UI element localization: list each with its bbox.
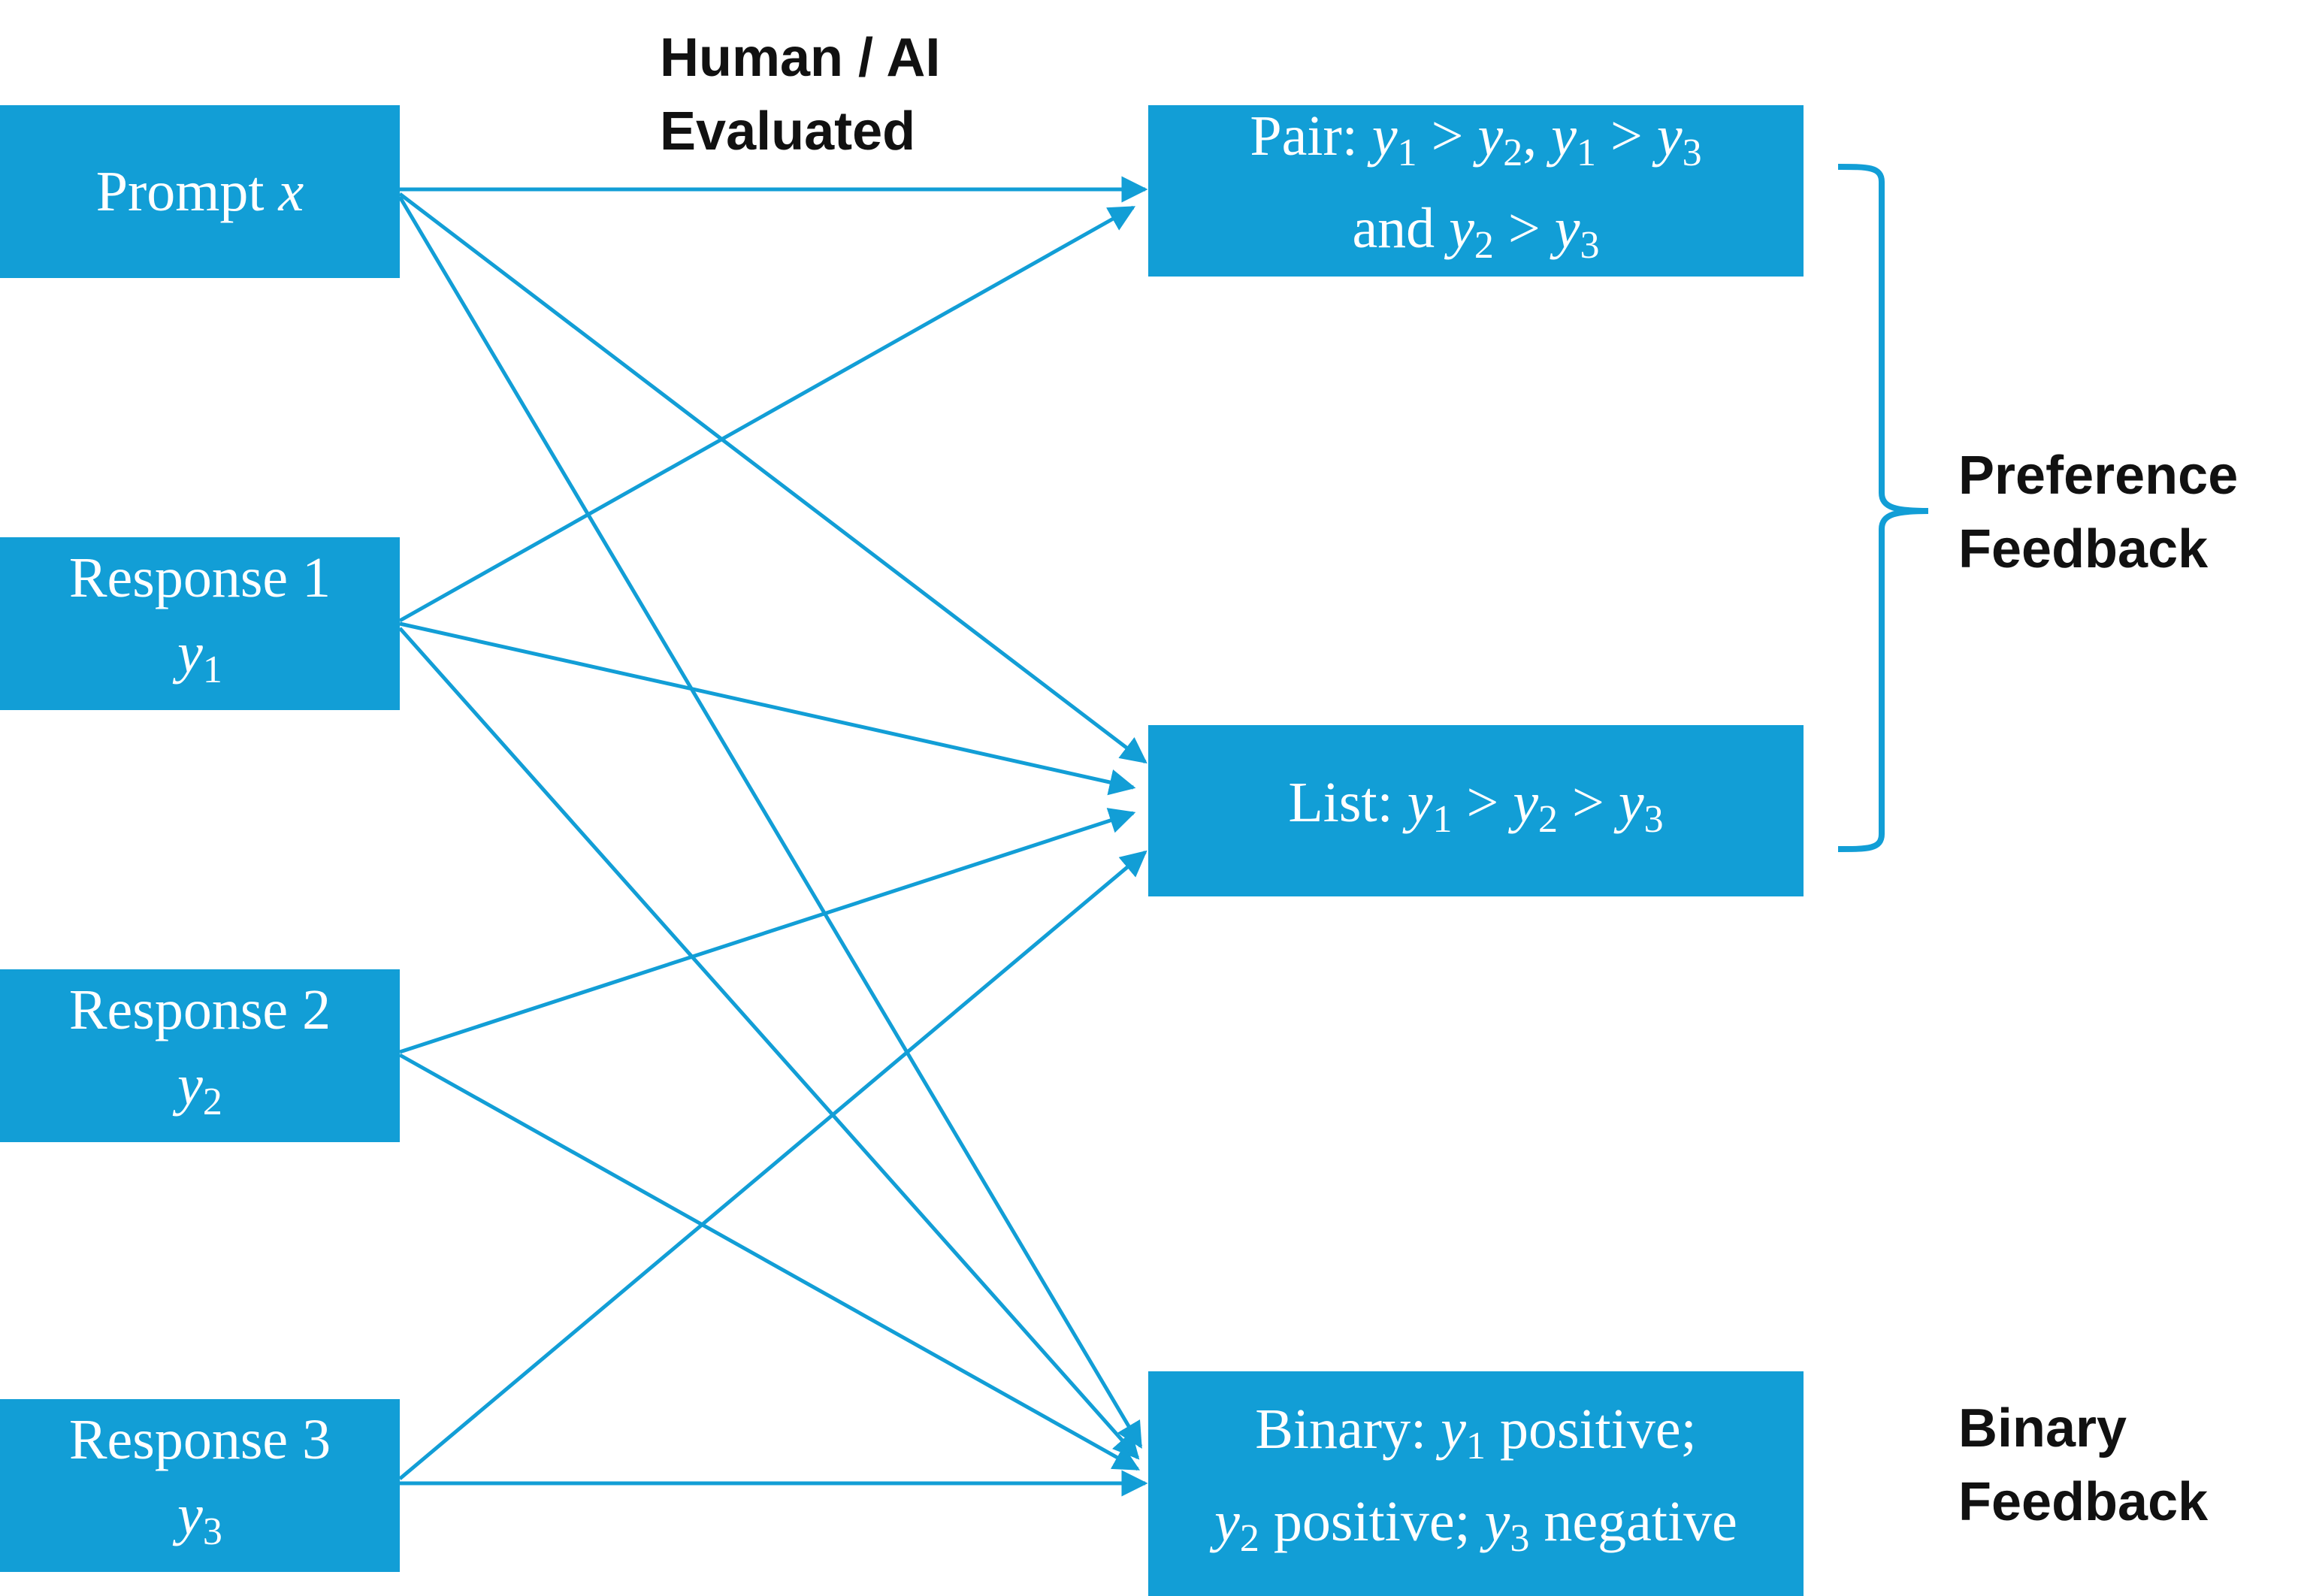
response-2-title: Response 2 xyxy=(68,978,331,1041)
arrow-r1-to-binary xyxy=(398,627,1140,1460)
list-feedback-box: List: y1 > y2 > y3 xyxy=(1148,725,1804,896)
binary-feedback-label: Binary Feedback xyxy=(1958,1392,2208,1539)
binary-feedback-line2: Feedback xyxy=(1958,1472,2209,1532)
pair-line-2: and y2 > y3 xyxy=(1352,197,1600,267)
evaluator-label-line2: Evaluated xyxy=(660,101,916,162)
preference-feedback-label: Preference Feedback xyxy=(1958,439,2238,586)
arrow-prompt-to-list xyxy=(398,192,1147,764)
prompt-variable: x xyxy=(278,160,304,223)
preference-feedback-line2: Feedback xyxy=(1958,519,2209,579)
response-1-title: Response 1 xyxy=(68,546,331,609)
pair-feedback-box: Pair: y1 > y2, y1 > y3 and y2 > y3 xyxy=(1148,104,1804,277)
response-3-box: Response 3 y3 xyxy=(0,1399,400,1572)
response-1-box: Response 1 y1 xyxy=(0,537,400,710)
pair-line-1: Pair: y1 > y2, y1 > y3 xyxy=(1250,104,1702,174)
preference-brace xyxy=(1837,164,1929,852)
binary-line-1: Binary: y1 positive; xyxy=(1255,1397,1697,1468)
list-line: List: y1 > y2 > y3 xyxy=(1288,770,1664,841)
binary-line-2: y2 positive; y3 negative xyxy=(1214,1489,1737,1560)
arrow-r1-to-list xyxy=(399,621,1136,796)
preference-feedback-line1: Preference xyxy=(1958,446,2239,506)
arrow-r3-to-list xyxy=(398,850,1147,1480)
binary-feedback-box: Binary: y1 positive; y2 positive; y3 neg… xyxy=(1148,1371,1804,1596)
response-2-variable: y2 xyxy=(177,1053,222,1123)
evaluator-label-line1: Human / AI xyxy=(660,28,941,88)
prompt-text: Prompt x xyxy=(95,160,304,223)
evaluator-label: Human / AI Evaluated xyxy=(660,21,940,168)
response-1-variable: y1 xyxy=(177,621,222,691)
response-3-variable: y3 xyxy=(177,1483,222,1553)
response-2-box: Response 2 y2 xyxy=(0,969,400,1142)
arrow-prompt-to-binary xyxy=(398,195,1143,1449)
prompt-box: Prompt x xyxy=(0,105,400,278)
arrow-r2-to-list xyxy=(399,808,1136,1054)
arrow-r2-to-binary xyxy=(398,1053,1141,1471)
arrow-r1-to-pair xyxy=(398,205,1136,623)
response-3-title: Response 3 xyxy=(68,1407,331,1471)
binary-feedback-line1: Binary xyxy=(1958,1398,2127,1458)
